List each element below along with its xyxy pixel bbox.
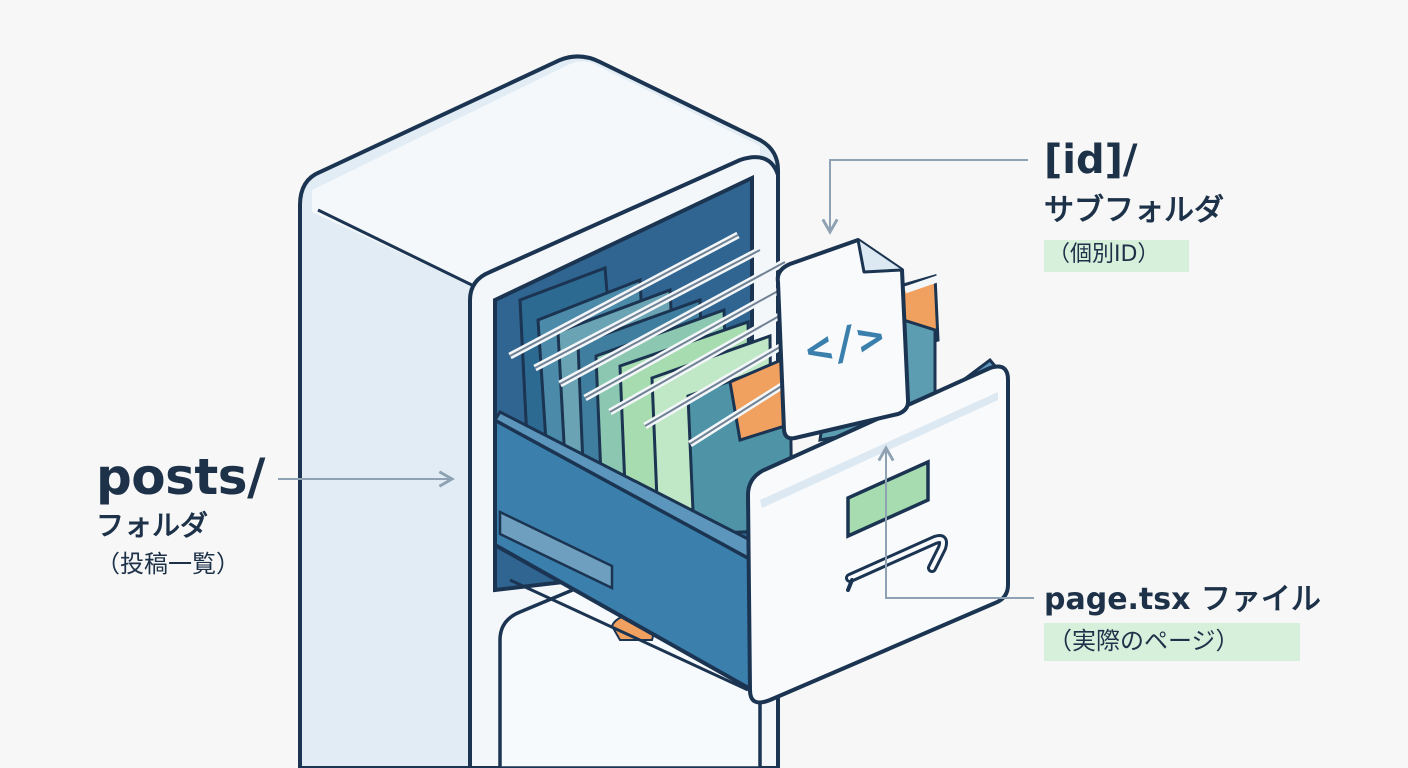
hanging-folders	[508, 231, 942, 536]
id-subtitle: サブフォルダ	[1044, 193, 1224, 228]
page-arrow	[877, 445, 1034, 599]
id-arrow	[821, 159, 1028, 235]
connector-arrows	[278, 159, 1034, 599]
open-drawer	[492, 357, 1010, 705]
posts-title: posts/	[96, 448, 265, 506]
posts-folder-label: posts/ フォルダ （投稿一覧）	[96, 452, 265, 576]
page-title: page.tsx ファイル	[1044, 582, 1321, 617]
page-note: （実際のページ）	[1044, 623, 1300, 661]
posts-note: （投稿一覧）	[96, 550, 240, 578]
id-note: （個別ID）	[1044, 240, 1190, 272]
file-document-icon: </>	[775, 238, 911, 441]
posts-subtitle: フォルダ	[96, 509, 209, 542]
id-subfolder-label: [id]/ サブフォルダ （個別ID）	[1044, 140, 1224, 272]
id-title: [id]/	[1044, 137, 1138, 183]
page-file-label: page.tsx ファイル （実際のページ）	[1044, 585, 1321, 661]
